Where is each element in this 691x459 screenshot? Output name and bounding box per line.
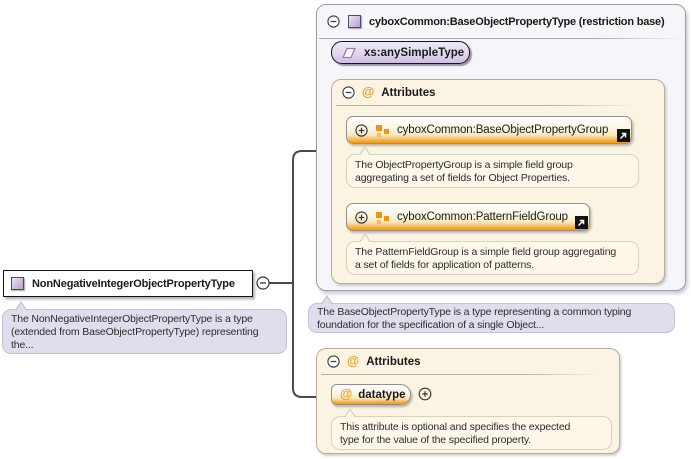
base-type-panel-header: cyboxCommon:BaseObjectPropertyType (rest… (327, 5, 679, 38)
attribute-icon: @ (362, 85, 375, 99)
tooltip-text: foundation for the specification of a si… (317, 319, 545, 331)
attribute-tooltip: This attribute is optional and specifies… (331, 408, 612, 450)
attributes-title: Attributes (381, 86, 436, 99)
tooltip-text: (extended from BaseObjectPropertyType) r… (11, 326, 259, 338)
tooltip-text: aggregating a set of fields for Object P… (355, 172, 570, 184)
attributes-header: @ Attributes (327, 349, 421, 374)
attribute-group-icon (376, 124, 389, 137)
tooltip-text: The ObjectPropertyGroup is a simple fiel… (355, 159, 573, 171)
attribute-group-tooltip: The PatternFieldGroup is a simple field … (346, 233, 639, 275)
expand-icon[interactable] (355, 210, 368, 224)
tooltip-text: The BaseObjectPropertyType is a type rep… (317, 306, 632, 318)
tooltip-text: The PatternFieldGroup is a simple field … (355, 246, 617, 258)
goto-definition-icon[interactable] (617, 129, 630, 142)
complex-type-icon (11, 277, 24, 290)
attribute-group-icon (376, 211, 389, 224)
attribute-icon: @ (340, 387, 353, 401)
goto-definition-icon[interactable] (575, 216, 588, 229)
tooltip-text: The NonNegativeIntegerObjectPropertyType… (11, 313, 253, 325)
base-type-tooltip: The BaseObjectPropertyType is a type rep… (308, 295, 675, 333)
attribute-group-label: cyboxCommon:PatternFieldGroup (397, 211, 568, 223)
attributes-title: Attributes (366, 355, 421, 368)
type-node-nonnegativeintegerobjectpropertytype[interactable]: NonNegativeIntegerObjectPropertyType (3, 270, 253, 297)
tooltip-text: a set of fields for application of patte… (355, 259, 535, 271)
collapse-icon[interactable] (342, 86, 355, 99)
collapse-icon[interactable] (327, 355, 340, 368)
simple-type-icon (341, 47, 357, 58)
collapse-icon[interactable] (327, 15, 340, 28)
expand-toggle-icon[interactable] (418, 387, 432, 401)
inherited-attributes-section: @ Attributes cyboxCommon:BaseObjectPrope… (331, 79, 665, 284)
attribute-group-patternfieldgroup[interactable]: cyboxCommon:PatternFieldGroup (346, 203, 590, 231)
collapse-toggle-icon[interactable] (256, 276, 270, 290)
tooltip-text: type for the value of the specified prop… (340, 434, 531, 446)
complex-type-icon (348, 15, 361, 28)
base-type-title: cyboxCommon:BaseObjectPropertyType (rest… (369, 15, 665, 28)
expand-icon[interactable] (355, 123, 368, 137)
attribute-group-baseobjectpropertygroup[interactable]: cyboxCommon:BaseObjectPropertyGroup (346, 116, 632, 144)
divider (321, 374, 601, 375)
base-simple-type-node[interactable]: xs:anySimpleType (331, 41, 470, 64)
type-node-label: NonNegativeIntegerObjectPropertyType (32, 277, 235, 290)
tooltip-text: the... (11, 339, 34, 351)
base-type-panel: cyboxCommon:BaseObjectPropertyType (rest… (316, 4, 686, 291)
tooltip-text: This attribute is optional and specifies… (340, 421, 571, 433)
attribute-group-tooltip: The ObjectPropertyGroup is a simple fiel… (346, 146, 639, 188)
type-node-tooltip: The NonNegativeIntegerObjectPropertyType… (2, 301, 287, 354)
local-attributes-section: @ Attributes @ datatype This attribute i… (316, 348, 620, 454)
attribute-group-label: cyboxCommon:BaseObjectPropertyGroup (397, 124, 609, 136)
attribute-name-label: datatype (358, 388, 406, 401)
divider (319, 38, 683, 39)
base-simple-type-label: xs:anySimpleType (364, 46, 465, 59)
attribute-icon: @ (347, 354, 360, 368)
attributes-header: @ Attributes (342, 80, 436, 105)
attribute-node-datatype[interactable]: @ datatype (331, 384, 411, 405)
divider (336, 105, 636, 106)
